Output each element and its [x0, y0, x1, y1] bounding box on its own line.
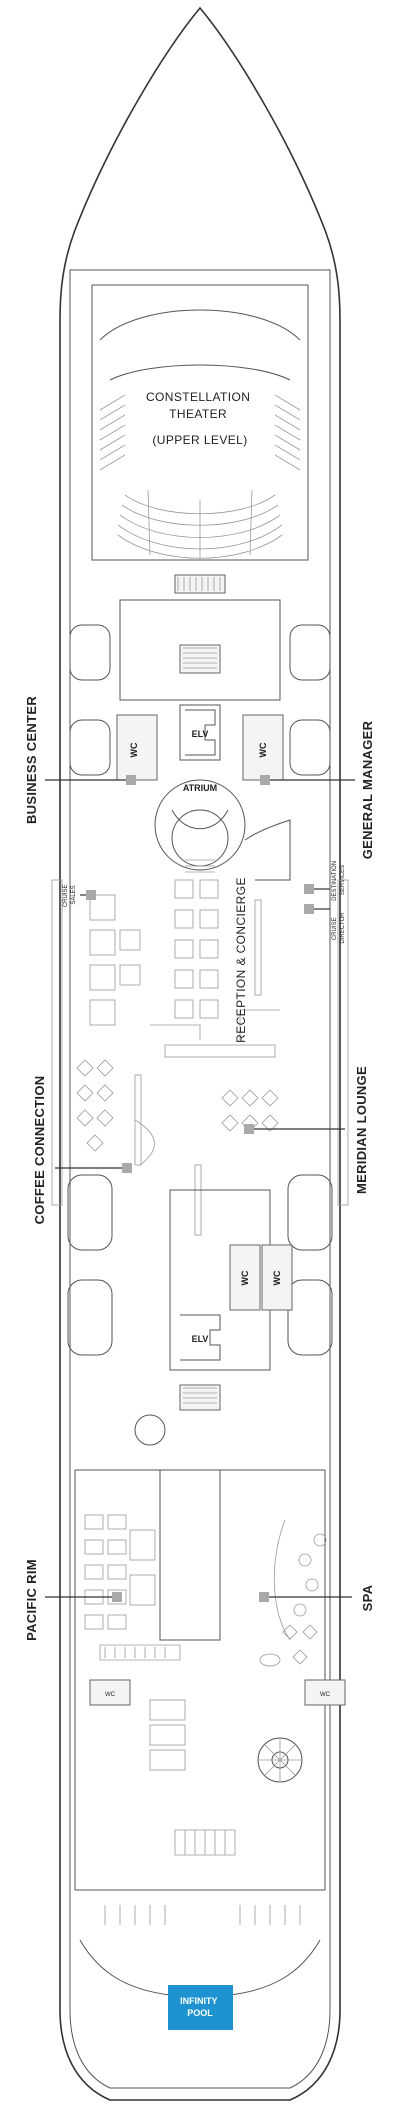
- wc-label-5: WC: [105, 1692, 116, 1698]
- wc-label-6: WC: [320, 1692, 331, 1698]
- elevator-label-2: ELV: [192, 1334, 209, 1344]
- cruise-director-marker: [304, 904, 314, 914]
- coffee-connection-marker: [122, 1163, 132, 1173]
- theater-area: CONSTELLATION THEATER (UPPER LEVEL): [91, 284, 309, 594]
- meridian-lounge-marker: [244, 1124, 254, 1134]
- destination-services-label: DESTINATION SERVICES: [332, 859, 346, 901]
- forward-core: [116, 599, 284, 781]
- infinity-pool: [168, 1985, 233, 2030]
- business-center-marker: [126, 775, 136, 785]
- theater-label: CONSTELLATION THEATER (UPPER LEVEL): [146, 390, 254, 447]
- wc-label-1: WC: [129, 742, 139, 757]
- elevator-label-1: ELV: [192, 729, 209, 739]
- meridian-lounge-label: MERIDIAN LOUNGE: [354, 1066, 369, 1194]
- atrium-label: ATRIUM: [183, 783, 217, 793]
- cruise-sales-label: CRUISE SALES: [63, 883, 77, 907]
- reception-seating: [89, 879, 280, 1040]
- inner-hull: [69, 269, 331, 2089]
- business-center-label: BUSINESS CENTER: [24, 696, 39, 824]
- pacific-rim-label: PACIFIC RIM: [24, 1559, 39, 1641]
- mid-core: [134, 1119, 293, 1446]
- general-manager-marker: [260, 775, 270, 785]
- wc-label-2: WC: [258, 742, 268, 757]
- general-manager-label: GENERAL MANAGER: [360, 720, 375, 859]
- side-promenades: [51, 879, 349, 1206]
- wc-label-3: WC: [240, 1270, 250, 1285]
- spa-label: SPA: [360, 1584, 375, 1611]
- cruise-sales-marker: [86, 890, 96, 900]
- infinity-pool-label: INFINITY POOL: [180, 1996, 220, 2018]
- lifeboats: [67, 624, 333, 1356]
- spa-marker: [259, 1592, 269, 1602]
- atrium-area: [154, 779, 291, 881]
- reception-concierge-label: RECEPTION & CONCIERGE: [234, 877, 248, 1043]
- wc-label-4: WC: [272, 1270, 282, 1285]
- pacific-rim-marker: [112, 1592, 122, 1602]
- destination-services-marker: [304, 884, 314, 894]
- lounge-tables: [76, 1044, 279, 1236]
- cruise-director-label: CRUISE DIRECTOR: [332, 912, 346, 944]
- aft-area: [74, 1469, 346, 1996]
- coffee-connection-label: COFFEE CONNECTION: [32, 1076, 47, 1225]
- ship-hull: [59, 6, 341, 2101]
